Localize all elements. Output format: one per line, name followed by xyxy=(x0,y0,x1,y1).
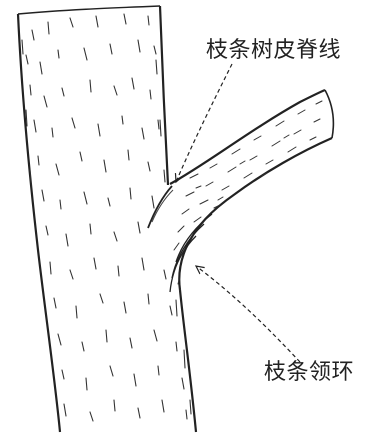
trunk xyxy=(18,6,196,432)
trunk-bark-texture xyxy=(22,14,191,421)
branch-collar-shading xyxy=(170,214,212,292)
branch xyxy=(170,90,333,290)
branch-bark-ridge-label: 枝条树皮脊线 xyxy=(206,40,341,62)
branch-bark-ridge xyxy=(148,186,173,228)
branch-collar-label: 枝条领环 xyxy=(264,362,354,384)
branch-bark-texture xyxy=(174,101,322,284)
arrow-collar-pointer xyxy=(196,266,300,362)
